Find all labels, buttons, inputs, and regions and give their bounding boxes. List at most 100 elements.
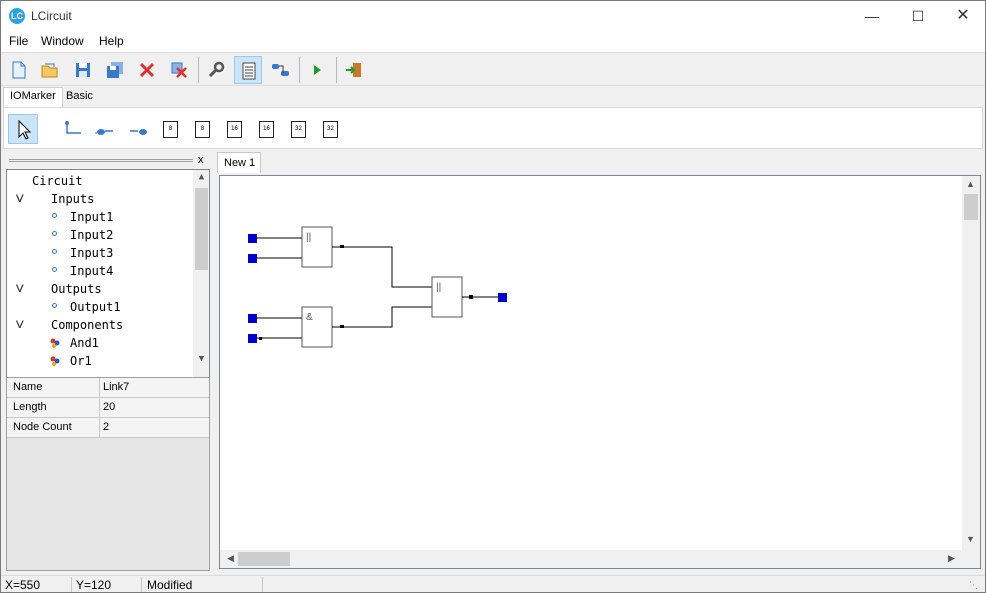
panel-close-button[interactable]: x: [198, 154, 204, 166]
components-panel-icon: [272, 64, 289, 76]
tree-item-component[interactable]: And1: [70, 336, 99, 350]
scroll-left-icon[interactable]: ◀: [227, 553, 234, 563]
scroll-down-icon[interactable]: ▼: [198, 354, 205, 364]
exit-icon: [346, 63, 361, 77]
maximize-button[interactable]: ☐: [911, 8, 925, 24]
tree-item-input[interactable]: Input3: [70, 246, 114, 260]
input-pin-3[interactable]: [248, 314, 257, 323]
scroll-thumb[interactable]: [238, 552, 290, 566]
open-folder-icon: [41, 63, 58, 78]
tree-item-output[interactable]: Output1: [70, 300, 121, 314]
bus-8-output-tool[interactable]: 8: [188, 114, 218, 144]
menu-window[interactable]: Window: [41, 34, 84, 48]
and-gate-1[interactable]: [301, 306, 333, 348]
settings-button[interactable]: [202, 56, 230, 84]
tree-root[interactable]: Circuit: [32, 174, 83, 188]
wire[interactable]: [257, 237, 302, 259]
input-pin-2[interactable]: [248, 254, 257, 263]
scroll-thumb[interactable]: [964, 194, 978, 220]
left-dock-panel: x Circuit ˅ Inputs Input1 Input2 Input3 …: [3, 153, 210, 571]
menu-help[interactable]: Help: [99, 34, 124, 48]
menu-file[interactable]: File: [9, 34, 29, 48]
link-tool[interactable]: [58, 114, 88, 144]
chip-16-icon: 16: [259, 121, 274, 138]
tree-node-components[interactable]: Components: [51, 318, 124, 332]
input-pin-1[interactable]: [248, 234, 257, 243]
chevron-down-icon[interactable]: ˅: [15, 279, 25, 298]
save-button[interactable]: [69, 56, 97, 84]
property-row[interactable]: Length 20: [7, 398, 209, 418]
open-button[interactable]: [36, 56, 64, 84]
save-all-button[interactable]: [101, 56, 129, 84]
pointer-tool[interactable]: [8, 114, 38, 144]
tab-basic[interactable]: Basic: [66, 90, 93, 102]
component-palette: 8 8 16 16 32 32: [3, 107, 983, 149]
scroll-up-icon[interactable]: ▲: [966, 179, 975, 189]
property-row[interactable]: Node Count 2: [7, 418, 209, 438]
chevron-down-icon[interactable]: ˅: [15, 315, 25, 334]
bus-16-input-tool[interactable]: 16: [220, 114, 250, 144]
minimize-button[interactable]: —: [865, 8, 879, 24]
title-bar: LC LCircuit — ☐ ✕: [1, 1, 985, 31]
input-pin-icon: [95, 129, 113, 135]
input-marker-tool[interactable]: [90, 114, 120, 144]
tree-item-component[interactable]: Or1: [70, 354, 92, 368]
property-value[interactable]: Link7: [99, 378, 129, 397]
toolbar-separator: [198, 57, 199, 83]
status-bar: X=550 Y=120 Modified ⋱: [1, 575, 985, 592]
tree-node-outputs[interactable]: Outputs: [51, 282, 102, 296]
run-icon: [314, 65, 321, 75]
status-modified: Modified: [147, 578, 193, 592]
property-value[interactable]: 20: [99, 398, 115, 417]
tab-new-1[interactable]: New 1: [217, 152, 261, 173]
status-y-coordinate: Y=120: [76, 578, 112, 592]
tree-item-input[interactable]: Input4: [70, 264, 114, 278]
scroll-thumb[interactable]: [195, 188, 208, 270]
components-panel-button[interactable]: [266, 56, 294, 84]
chip-16-icon: 16: [227, 121, 242, 138]
close-button[interactable]: ✕: [956, 7, 970, 24]
chip-32-icon: 32: [291, 121, 306, 138]
tree-node-inputs[interactable]: Inputs: [51, 192, 95, 206]
wire[interactable]: [332, 246, 432, 288]
save-all-icon: [107, 62, 123, 78]
scroll-down-icon[interactable]: ▼: [966, 534, 975, 544]
wire[interactable]: [257, 317, 302, 339]
run-button[interactable]: [303, 56, 331, 84]
circuit-canvas[interactable]: || & || ▲ ▼ ◀ ▶: [219, 175, 981, 569]
wire[interactable]: [332, 306, 432, 328]
bus-16-output-tool[interactable]: 16: [252, 114, 282, 144]
chevron-down-icon[interactable]: ˅: [15, 189, 25, 208]
canvas-vertical-scrollbar[interactable]: ▲ ▼: [962, 176, 980, 550]
or-gate-2[interactable]: [431, 276, 463, 318]
bus-32-output-tool[interactable]: 32: [316, 114, 346, 144]
circuit-diagram[interactable]: || & ||: [220, 176, 962, 550]
gate-symbol: ||: [306, 232, 311, 243]
property-row[interactable]: Name Link7: [7, 378, 209, 398]
bus-32-input-tool[interactable]: 32: [284, 114, 314, 144]
tree-item-input[interactable]: Input2: [70, 228, 114, 242]
new-file-button[interactable]: [5, 56, 33, 84]
scroll-up-icon[interactable]: ▲: [198, 172, 205, 182]
tree-item-input[interactable]: Input1: [70, 210, 114, 224]
exit-button[interactable]: [340, 56, 368, 84]
input-pin-4[interactable]: [248, 334, 257, 343]
panel-drag-grip[interactable]: [9, 159, 193, 162]
properties-panel-button[interactable]: [234, 56, 262, 84]
scrollbar-corner: [962, 550, 980, 568]
output-marker-tool[interactable]: [124, 114, 154, 144]
scroll-right-icon[interactable]: ▶: [948, 553, 955, 563]
palette-tabs: IOMarker Basic: [1, 87, 985, 107]
bus-8-input-tool[interactable]: 8: [156, 114, 186, 144]
chip-8-icon: 8: [195, 121, 210, 138]
property-value[interactable]: 2: [99, 418, 109, 437]
resize-grip-icon[interactable]: ⋱: [969, 580, 978, 590]
or-gate-1[interactable]: [301, 226, 333, 268]
input-node-icon: [52, 267, 57, 272]
canvas-horizontal-scrollbar[interactable]: ◀ ▶: [220, 550, 962, 568]
tab-iomarker[interactable]: IOMarker: [3, 87, 63, 107]
output-pin-1[interactable]: [498, 293, 507, 302]
delete-button[interactable]: [133, 56, 161, 84]
delete-link-button[interactable]: [165, 56, 193, 84]
input-node-icon: [52, 231, 57, 236]
